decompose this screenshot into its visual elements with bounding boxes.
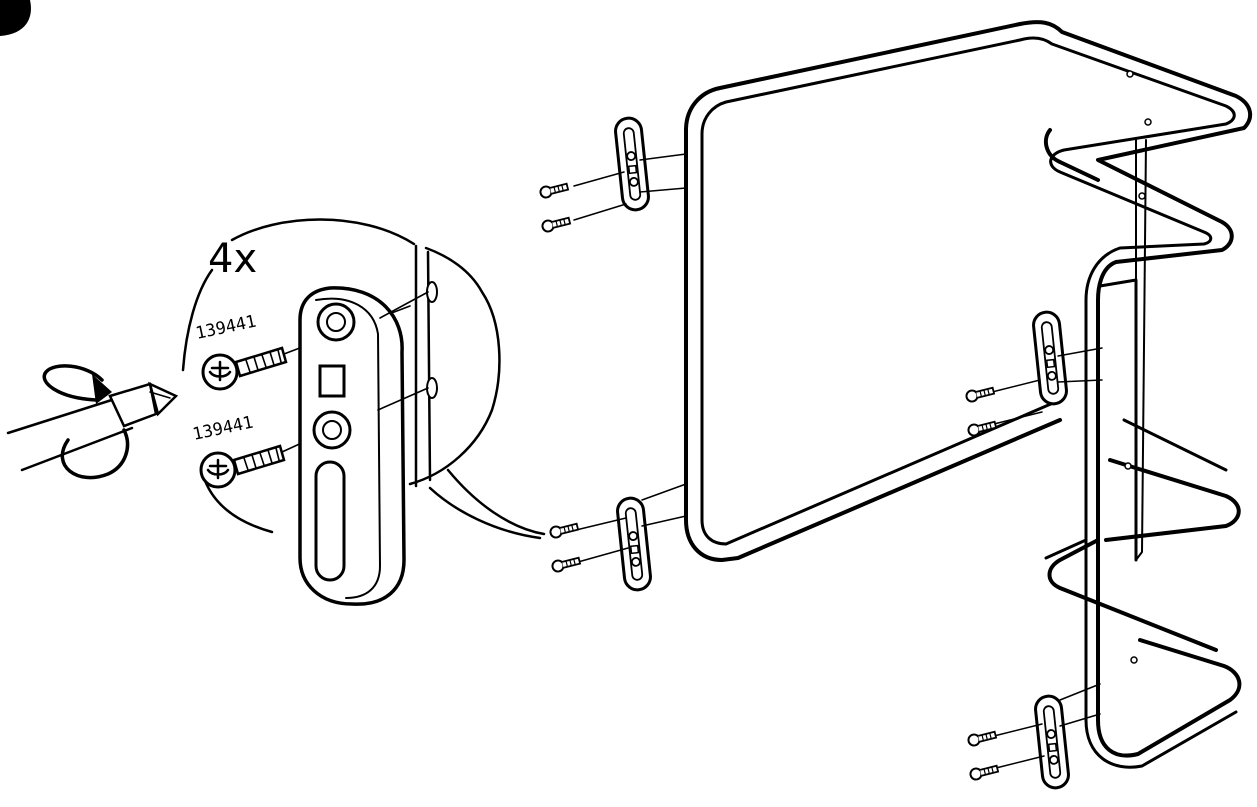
step-mark	[0, 0, 31, 36]
rotation-arrow-icon	[42, 364, 130, 480]
bracket-icon	[1030, 309, 1070, 407]
screw-icon	[540, 214, 572, 234]
wire-frame-icon	[684, 20, 1253, 769]
screw-icon	[548, 520, 580, 540]
screw-icon	[968, 762, 1000, 782]
bracket-icon	[298, 286, 406, 606]
screw-icon	[550, 554, 582, 574]
screw-icon	[964, 384, 996, 404]
bracket-icon	[612, 115, 652, 213]
screw-part-number-top: 139441	[194, 312, 258, 344]
quantity-label: 4x	[208, 236, 257, 282]
screw-icon	[538, 180, 570, 200]
detail-callout	[181, 218, 546, 540]
bracket-icon	[1032, 693, 1072, 791]
screw-icon	[966, 728, 998, 748]
screwdriver-icon	[6, 381, 179, 472]
bracket-icon	[614, 495, 654, 593]
screw-part-number-bottom: 139441	[191, 413, 255, 445]
wall-edge	[377, 244, 438, 488]
